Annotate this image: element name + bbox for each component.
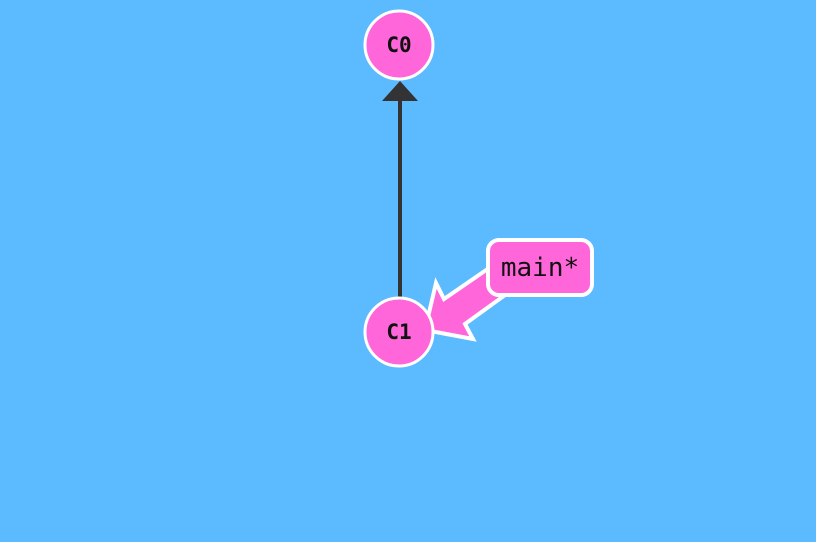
commit-c1[interactable]: C1 [363,296,435,368]
branch-name: main* [501,253,579,283]
edge-c1-to-c0 [382,81,418,298]
commit-label: C1 [386,320,411,344]
branch-tag-main[interactable]: main* [486,238,594,297]
commit-label: C0 [386,33,411,57]
commit-node[interactable] [363,9,435,81]
commit-c0[interactable]: C0 [363,9,435,81]
branch-tag-box[interactable] [486,238,594,297]
commit-node[interactable] [363,296,435,368]
edge-arrowhead-icon [382,81,418,101]
